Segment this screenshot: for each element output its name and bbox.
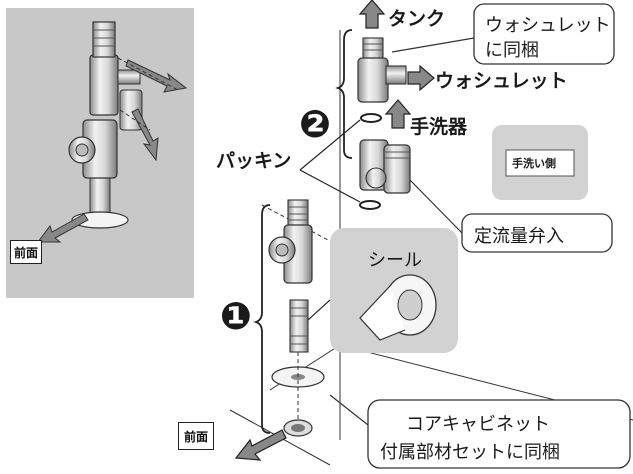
label-front-right: 前面	[178, 422, 214, 450]
step1-bracket	[253, 204, 271, 434]
front-arrow-right	[234, 429, 287, 461]
label-washlet: ウォシュレット	[435, 70, 568, 92]
label-front-left: 前面	[10, 240, 42, 264]
cabinet-callout-box	[367, 399, 631, 469]
step1-badge: ❶	[219, 294, 253, 338]
label-flow-valve: 定流量弁入	[474, 226, 564, 247]
assembled-upper-tee	[89, 54, 119, 116]
upper-tee-side-outlet	[385, 65, 407, 85]
packing-ring-upper	[360, 113, 382, 123]
packing-leader-1	[299, 119, 361, 171]
label-tank: タンク	[388, 8, 446, 30]
handwash-side-tag	[505, 149, 575, 177]
upper-tee-thread	[362, 37, 384, 61]
seal-tape-roll	[359, 274, 437, 341]
step2-badge: ❷	[298, 102, 332, 146]
outlet-arrows	[358, 0, 435, 129]
label-cabinet-line2: 付属部材セットに同梱	[380, 442, 560, 463]
upper-tee-body	[357, 57, 389, 103]
packing-leader-2	[299, 169, 361, 203]
step2-bracket	[335, 29, 353, 159]
packing-ring-lower	[359, 200, 381, 210]
label-handwash: 手洗器	[410, 116, 468, 138]
nipple-pipe	[289, 299, 309, 353]
label-handwash-side: 手洗い側	[512, 157, 556, 170]
lower-valve-thread	[287, 199, 309, 227]
label-washlet-bundled-line1: ウォシュレット	[485, 15, 611, 36]
flow-valve-branch	[383, 144, 411, 194]
assembled-floor-flange	[71, 211, 129, 229]
label-washlet-bundled-line2: に同梱	[485, 40, 539, 61]
label-packing: パッキン	[216, 150, 292, 172]
label-cabinet-line1: コアキャビネット	[406, 414, 550, 435]
washlet-callout-box	[473, 3, 615, 65]
label-seal: シール	[368, 250, 422, 271]
